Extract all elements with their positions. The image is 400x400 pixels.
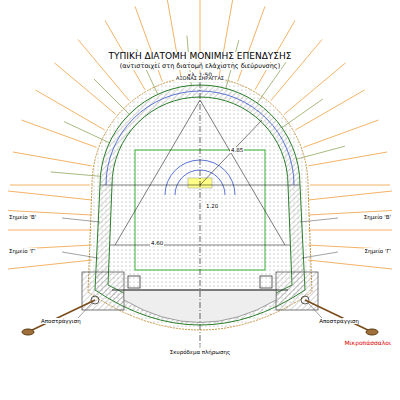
radius-line (200, 120, 262, 185)
drain-box (128, 276, 140, 288)
note: Σκυρόδεμα πλήρωσης (169, 349, 231, 355)
rock-bolt (308, 191, 392, 200)
construction-line (200, 100, 285, 245)
rock-bolt (308, 230, 392, 231)
point-label: Σημείο 'Γ' (364, 248, 393, 254)
rock-bolt (135, 6, 162, 81)
drawing-title: ΤΥΠΙΚΗ ΔΙΑΤΟΜΗ ΜΟΝΙΜΗΣ ΕΠΕΝΔΥΣΗΣ (108, 52, 293, 62)
pile-anchor (366, 329, 378, 335)
rock-bolt (54, 63, 115, 114)
note: Μικροπάσσαλοι (343, 340, 392, 347)
rock-bolt (295, 90, 364, 130)
rock-bolt (308, 260, 392, 269)
drain-box (260, 276, 272, 288)
subtitle: (αντιστοιχεί στη διατομή ελάχιστης διεύρ… (119, 63, 281, 70)
construction-line (115, 100, 200, 245)
rock-bolt (10, 185, 90, 186)
rock-bolt (8, 230, 92, 231)
point-label: Σημείο 'Β' (363, 214, 392, 220)
dimension: 1.20 (205, 203, 219, 209)
footing (276, 272, 318, 310)
footing (82, 272, 124, 310)
note: Αποστράγγιση (318, 318, 360, 324)
note: Αποστράγγιση (40, 318, 82, 324)
rock-bolt (13, 152, 92, 166)
micropile (305, 300, 372, 332)
road-surface (112, 290, 288, 291)
rock-bolt (238, 6, 265, 81)
rock-bolt (21, 120, 96, 147)
micropile (28, 300, 95, 332)
axis-line (200, 82, 201, 345)
rock-bolt (303, 120, 378, 147)
point-label: Σημείο 'Β' (8, 214, 37, 220)
axis-label: ΑΞΟΝΑΣ ΣΗΡΑΓΓΑΣ (175, 76, 225, 82)
point-label: Σημείο 'Γ' (8, 248, 37, 254)
dimension: 4.85 (230, 147, 244, 153)
dimension-line (110, 245, 290, 246)
rock-bolt (8, 191, 92, 200)
rock-bolt (8, 260, 92, 269)
leader-lines (62, 218, 338, 348)
rock-bolt (310, 185, 390, 186)
dimension: 4.60 (150, 240, 164, 246)
pile-anchor (22, 329, 34, 335)
rock-bolt (308, 152, 387, 166)
